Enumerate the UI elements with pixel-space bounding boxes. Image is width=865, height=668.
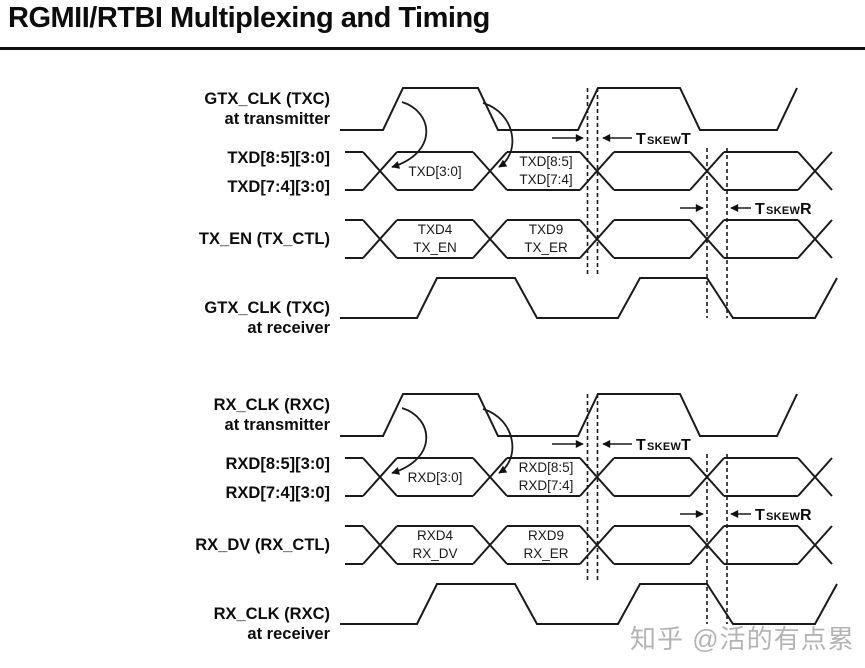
tx-tskewt-label-t: T [636, 131, 646, 148]
tx-bus-label-line1: TXD[8:5][3:0] [227, 149, 330, 167]
rx-tskewr-label-skew: SKEW [766, 511, 801, 523]
tx-clock-transmitter-label-line2: at transmitter [225, 110, 331, 128]
tx-control-label: TX_EN (TX_CTL) [199, 230, 330, 248]
rx-ctl-segment1-label-line1: RXD4 [417, 528, 454, 543]
tx-ctl-segment2-label-line2: TX_ER [524, 240, 568, 255]
rx-tskewt-label-suffix: T [681, 437, 691, 454]
tx-bus-segment1-label: TXD[3:0] [408, 164, 461, 179]
rx-tskewt-label-skew: SKEW [647, 441, 682, 453]
page-title: RGMII/RTBI Multiplexing and Timing [8, 2, 490, 34]
tx-bus-segment2-label-line2: TXD[7:4] [519, 172, 572, 187]
tx-tskewr-label-skew: SKEW [766, 205, 801, 217]
tx-tskewt-label-skew: SKEW [647, 135, 682, 147]
rx-bus-label-line2: RXD[7:4][3:0] [225, 484, 330, 502]
rx-clock-transmitter-label-line2: at transmitter [225, 416, 331, 434]
tx-ctl-segment1-label-line1: TXD4 [418, 222, 453, 237]
rx-ctl-segment2-label-line2: RX_ER [523, 546, 568, 561]
tx-bus-segment2-label-line1: TXD[8:5] [519, 154, 572, 169]
rx-tskewr-label-t: T [755, 507, 765, 524]
rx-ctl-segment1-label-line2: RX_DV [412, 546, 457, 561]
rx-tskewt-label-t: T [636, 437, 646, 454]
tx-tskewr-label-t: T [755, 201, 765, 218]
title-underline [0, 47, 865, 50]
zhihu-watermark: 知乎 @活的有点累 [630, 624, 855, 654]
tx-tskewr-label-suffix: R [800, 201, 812, 218]
tx-ctl-segment2-label-line1: TXD9 [529, 222, 564, 237]
tx-clock-receiver-label-line2: at receiver [247, 319, 330, 337]
rx-clock-transmitter-label-line1: RX_CLK (RXC) [214, 396, 330, 414]
rx-control-label: RX_DV (RX_CTL) [195, 536, 330, 554]
rx-bus-segment2-label-line2: RXD[7:4] [519, 478, 574, 493]
rx-tskewr-label-suffix: R [800, 507, 812, 524]
tx-timing-group: GTX_CLK (TXC) at transmitter TXD[8:5][3:… [199, 88, 837, 337]
rx-ctl-segment2-label-line1: RXD9 [528, 528, 564, 543]
rx-bus-segment2-label-line1: RXD[8:5] [519, 460, 574, 475]
tx-bus-label-line2: TXD[7:4][3:0] [227, 178, 330, 196]
tx-ctl-segment1-label-line2: TX_EN [413, 240, 457, 255]
tx-tskewt-label-suffix: T [681, 131, 691, 148]
tx-clock-receiver-label-line1: GTX_CLK (TXC) [204, 299, 330, 317]
rx-bus-segment1-label: RXD[3:0] [408, 470, 463, 485]
rx-bus-label-line1: RXD[8:5][3:0] [225, 455, 330, 473]
tx-clock-transmitter-label-line1: GTX_CLK (TXC) [204, 90, 330, 108]
rx-timing-group: RX_CLK (RXC) at transmitter RXD[8:5][3:0… [195, 394, 837, 643]
rx-clock-receiver-label-line1: RX_CLK (RXC) [214, 605, 330, 623]
rx-clock-receiver-label-line2: at receiver [247, 625, 330, 643]
